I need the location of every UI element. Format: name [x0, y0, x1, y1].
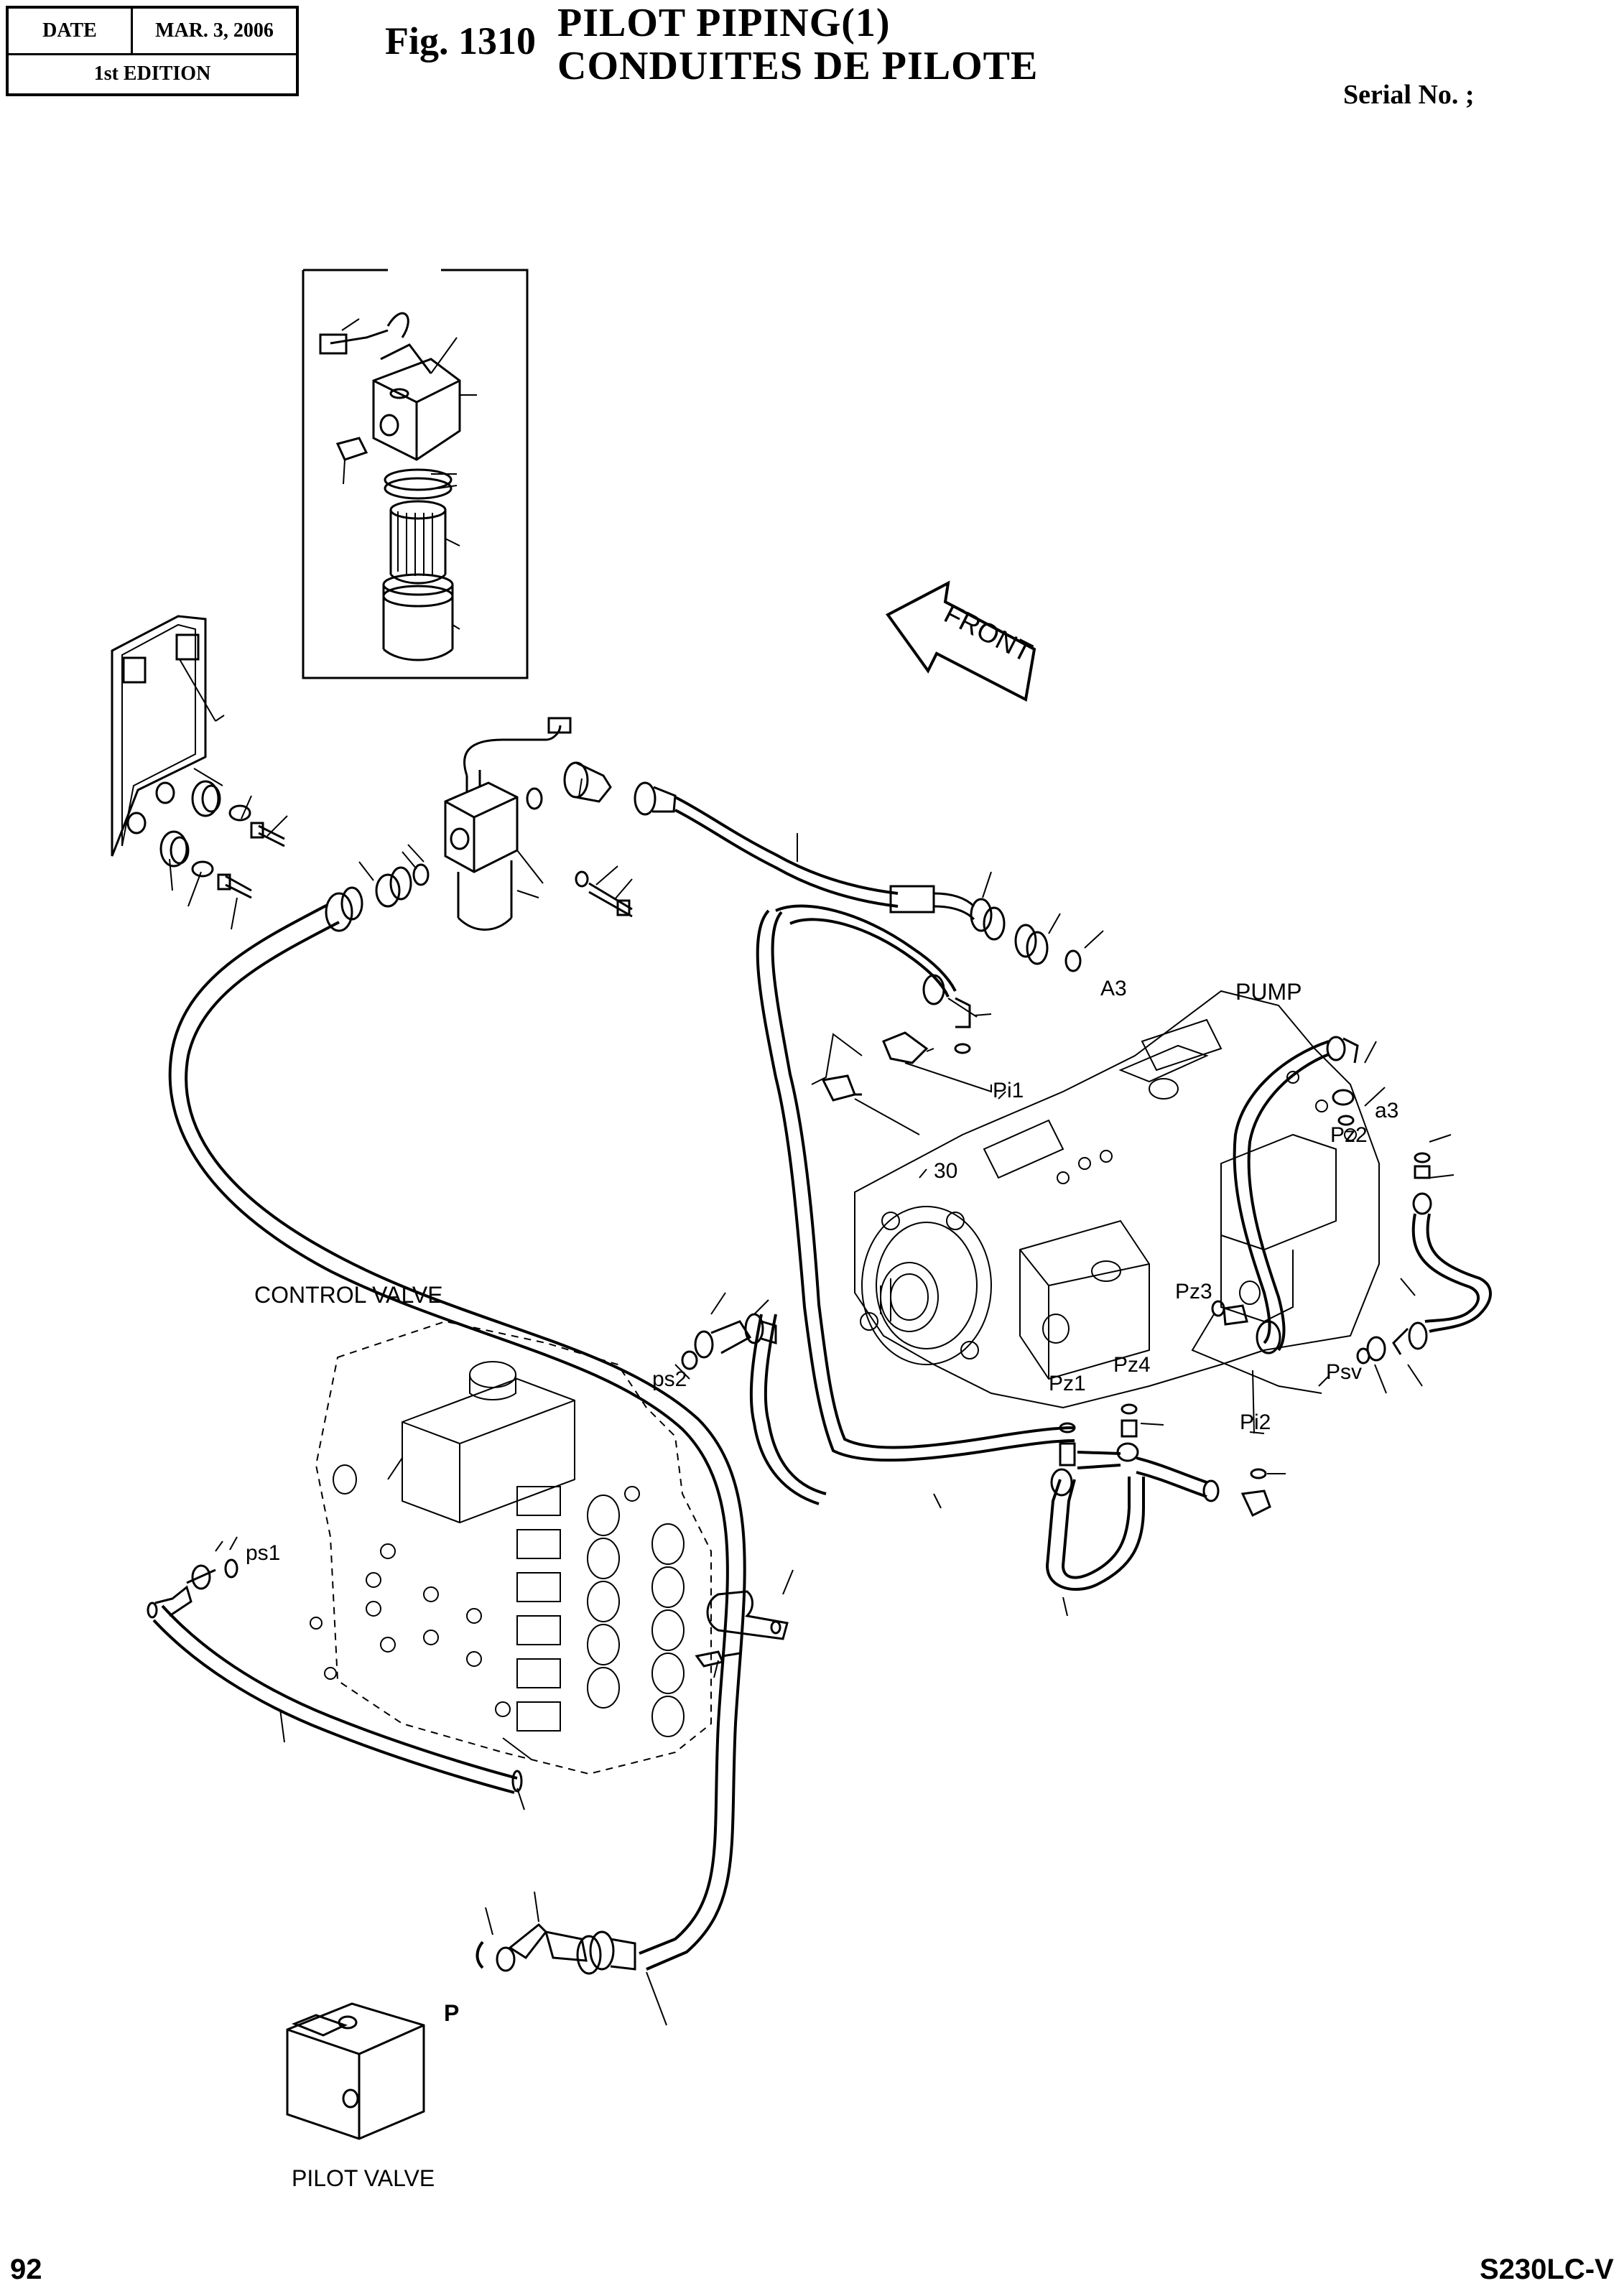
port-a3-label: A3: [1100, 977, 1127, 1000]
edition-label: 1st EDITION: [93, 62, 211, 85]
diagram-labels: PUMP CONTROL VALVE PILOT VALVE A3 a3 Pi1…: [246, 977, 1398, 2191]
pz2-hose: [1233, 1036, 1386, 1354]
psv-hose: [1356, 1134, 1492, 1394]
filter-detail-inset: [302, 269, 529, 679]
edition-row: 1st EDITION: [9, 53, 296, 95]
edition-header-box: DATE MAR. 3, 2006 1st EDITION: [6, 6, 299, 96]
return-hose-loop: [756, 904, 1075, 1462]
pi1-fittings: [811, 1031, 992, 1135]
port-pz1-label: Pz1: [1049, 1372, 1086, 1395]
leader-lines: [919, 1091, 1330, 1387]
pz-manifold-hoses: [933, 1370, 1286, 1617]
main-pump-body: [854, 990, 1380, 1409]
pilot-valve-body: [286, 2002, 425, 2140]
port-a3-lower-label: a3: [1375, 1099, 1398, 1123]
title-french: CONDUITES DE PILOTE: [557, 44, 1039, 88]
bracket-fasteners: [159, 768, 288, 930]
control-valve-body: [310, 1320, 712, 1775]
port-ps1-label: ps1: [246, 1541, 280, 1565]
page-number: 92: [10, 2254, 42, 2285]
pz3-fittings: [1191, 1300, 1322, 1394]
date-value: MAR. 3, 2006: [155, 19, 274, 42]
p-port-fittings: [476, 1891, 667, 2026]
port-psv-label: Psv: [1326, 1360, 1362, 1384]
port-pz2-label: Pz2: [1330, 1123, 1368, 1147]
serial-number: Serial No. ;: [1343, 80, 1475, 110]
ps1-hose: [147, 1536, 525, 1811]
date-row: DATE MAR. 3, 2006: [9, 9, 296, 55]
mounting-bracket: [111, 615, 225, 857]
front-arrow: [886, 580, 1036, 702]
port-pi2-label: Pi2: [1240, 1410, 1271, 1434]
port-p-label: P: [444, 2000, 459, 2026]
port-pi1-label: Pi1: [993, 1079, 1024, 1102]
pilot-filter-assembly: [444, 717, 633, 931]
front-label: FRONT: [940, 599, 1037, 669]
filter-outlet-hose: [563, 761, 1104, 972]
center-hoses: [674, 1292, 827, 1505]
pump-label: PUMP: [1235, 979, 1302, 1005]
figure-number: Fig. 1310: [385, 19, 536, 62]
control-valve-label: CONTROL VALVE: [254, 1282, 443, 1308]
date-label: DATE: [9, 9, 133, 53]
pilot-valve-label: PILOT VALVE: [292, 2165, 435, 2191]
port-pz4-label: Pz4: [1113, 1353, 1151, 1377]
title-english: PILOT PIPING(1): [557, 1, 891, 45]
port-pz3-label: Pz3: [1175, 1280, 1212, 1303]
model-number: S230LC-V: [1480, 2254, 1614, 2285]
item-30-label: 30: [934, 1159, 957, 1183]
supply-hose-loop: [168, 844, 746, 1971]
port-ps2-label: ps2: [652, 1367, 687, 1391]
